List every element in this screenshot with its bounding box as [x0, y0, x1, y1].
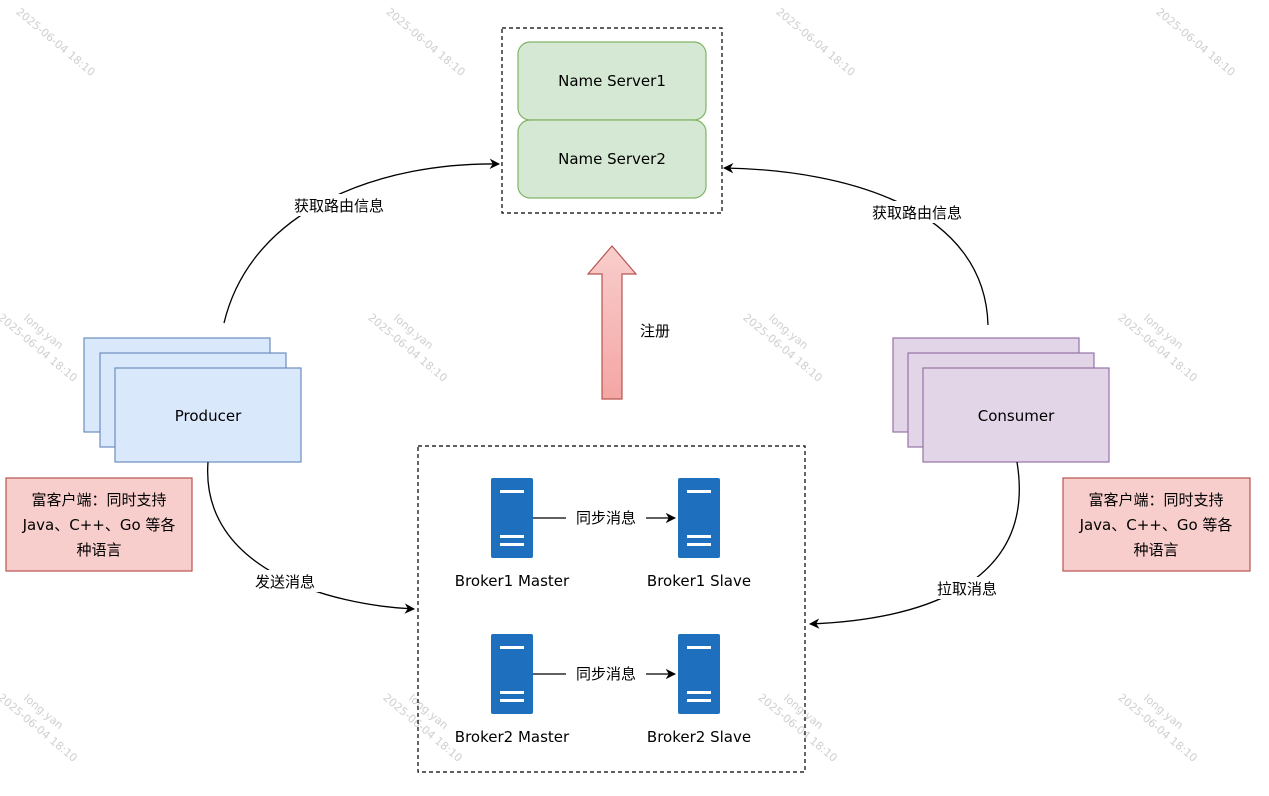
consumer-route-label: 获取路由信息 [872, 204, 962, 222]
producer-note-line: 种语言 [76, 541, 121, 559]
sync-label-2-bg [566, 664, 646, 684]
watermark: long.yan 2025-06-04 18:10 [0, 691, 80, 765]
broker1-master[interactable]: Broker1 Master [455, 478, 570, 590]
watermark: long.yan 2025-06-04 18:10 [380, 691, 464, 765]
watermark: long.yan 2025-06-04 18:10 [365, 311, 449, 385]
producer-label: Producer [175, 407, 242, 425]
consumer-stack-front [922, 367, 1110, 463]
broker1-master-label: Broker1 Master [455, 572, 570, 590]
pull-edge [808, 461, 1020, 629]
send-label-bg [245, 570, 325, 592]
sync-label-2: 同步消息 [576, 665, 636, 683]
register-label: 注册 [640, 322, 670, 340]
producer-stack-front [114, 367, 302, 463]
sync-edge-2: 同步消息 [533, 664, 677, 684]
consumer-note: 富客户端：同时支持 Java、C++、Go 等各 种语言 [1062, 477, 1251, 572]
sync-label-1: 同步消息 [576, 509, 636, 527]
consumer-note-line: Java、C++、Go 等各 [1079, 516, 1233, 534]
server-icon [678, 478, 720, 558]
broker1-slave-label: Broker1 Slave [647, 572, 751, 590]
broker2-master-label: Broker2 Master [455, 728, 570, 746]
producer-note: 富客户端：同时支持 Java、C++、Go 等各 种语言 [5, 477, 193, 572]
consumer-label: Consumer [978, 407, 1055, 425]
sync-label-1-bg [566, 508, 646, 528]
broker2-slave[interactable]: Broker2 Slave [647, 634, 751, 746]
watermark: 2025-06-04 18:10 [383, 5, 467, 79]
producer-note-line: 富客户端：同时支持 [31, 491, 166, 509]
consumer-route-label-bg [858, 201, 976, 223]
register-arrow: 注册 [586, 245, 670, 400]
producer-route-label-bg [280, 194, 398, 216]
producer-node[interactable]: Producer [83, 337, 302, 463]
broker1-slave[interactable]: Broker1 Slave [647, 478, 751, 590]
sync-edge-1: 同步消息 [533, 508, 677, 528]
consumer-node[interactable]: Consumer [892, 337, 1110, 463]
broker2-slave-label: Broker2 Slave [647, 728, 751, 746]
watermark: 2025-06-04 18:10 [13, 5, 97, 79]
watermark: long.yan 2025-06-04 18:10 [755, 691, 839, 765]
watermark: 2025-06-04 18:10 [1153, 5, 1237, 79]
watermark: long.yan 2025-06-04 18:10 [0, 311, 80, 385]
server-icon [491, 478, 533, 558]
server-icon [678, 634, 720, 714]
name-server-1-label: Name Server1 [558, 72, 666, 90]
broker-cluster: Broker1 Master Broker1 Slave 同步消息 [417, 445, 806, 773]
name-server-1[interactable]: Name Server1 [517, 41, 707, 121]
svg-text:2025-06-04 18:10: 2025-06-04 18:10 [383, 5, 467, 79]
producer-note-box [5, 477, 193, 572]
name-server-2[interactable]: Name Server2 [517, 119, 707, 199]
svg-text:2025-06-04 18:10: 2025-06-04 18:10 [773, 5, 857, 79]
server-icon [491, 634, 533, 714]
pull-label-bg [927, 577, 1007, 599]
svg-text:2025-06-04 18:10: 2025-06-04 18:10 [1153, 5, 1237, 79]
name-server-cluster-border [501, 27, 723, 214]
consumer-note-line: 种语言 [1133, 541, 1178, 559]
producer-route-label: 获取路由信息 [294, 197, 384, 215]
watermark: 2025-06-04 18:10 [773, 5, 857, 79]
consumer-note-box [1062, 477, 1251, 572]
consumer-note-line: 富客户端：同时支持 [1088, 491, 1223, 509]
name-server-2-label: Name Server2 [558, 150, 666, 168]
watermark: long.yan 2025-06-04 18:10 [1115, 311, 1199, 385]
watermark: long.yan 2025-06-04 18:10 [740, 311, 824, 385]
edges: 获取路由信息 获取路由信息 发送消息 拉取消息 [207, 158, 1020, 629]
broker-cluster-border [417, 445, 806, 773]
broker2-master[interactable]: Broker2 Master [455, 634, 570, 746]
consumer-route-edge [722, 162, 989, 326]
svg-text:2025-06-04 18:10: 2025-06-04 18:10 [13, 5, 97, 79]
name-server-cluster: Name Server1 Name Server2 [501, 27, 723, 214]
producer-route-edge [223, 158, 501, 324]
register-arrow-shape [586, 245, 638, 400]
producer-note-line: Java、C++、Go 等各 [22, 516, 176, 534]
send-label: 发送消息 [255, 573, 315, 591]
pull-label: 拉取消息 [937, 580, 997, 598]
name-server-2-box [517, 119, 707, 199]
watermark: long.yan 2025-06-04 18:10 [1115, 691, 1199, 765]
